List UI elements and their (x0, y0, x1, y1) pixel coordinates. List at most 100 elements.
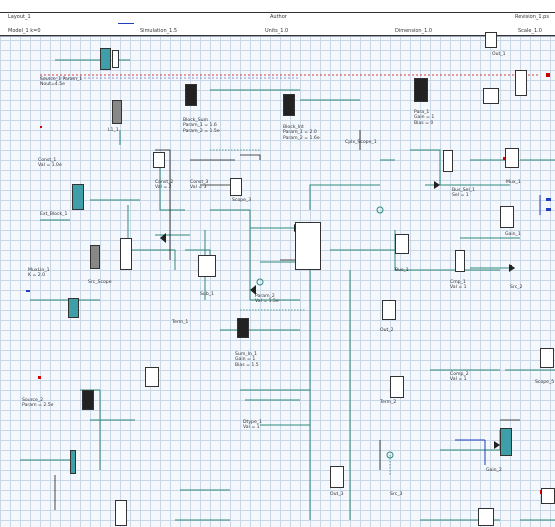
port-marker (26, 290, 30, 292)
label-line: Param_1 = 1.6 (183, 123, 217, 128)
component-label: Para_1Gain = 1Bias = 0 (414, 110, 434, 126)
wire (240, 155, 260, 160)
component-label: Sub_1 (200, 292, 214, 297)
component-block[interactable] (443, 150, 453, 172)
label-line: Val = 3 (190, 185, 207, 190)
component-label: Term_2 (380, 400, 396, 405)
port-marker (546, 208, 551, 211)
component-label: Scope_3 (232, 198, 251, 203)
label-line: Param_2 = 1.6e (283, 136, 320, 141)
component-label: Const_2Val = 2 (155, 180, 173, 191)
component-label: Sum_In_1Gain = 1Bias = 1.5 (235, 352, 259, 368)
component-block[interactable] (115, 500, 127, 526)
label-line: Bias = 1.5 (235, 363, 259, 368)
label-line: Param_2 = 1.5e (183, 129, 220, 134)
wire (128, 250, 175, 270)
label-line: Val = 1 (450, 285, 467, 290)
component-block[interactable] (382, 300, 396, 320)
wire (260, 240, 300, 262)
label-line: Bias = 0 (414, 121, 433, 126)
component-label: Param_2Val = 1.5e (255, 294, 279, 305)
component-block[interactable] (515, 70, 527, 96)
component-block[interactable] (153, 152, 165, 168)
port-marker (546, 73, 550, 77)
component-label: Src_Scope (88, 280, 112, 285)
component-block[interactable] (120, 238, 132, 270)
component-block[interactable] (395, 234, 409, 254)
component-label: Gain_2 (486, 468, 502, 473)
component-block[interactable] (112, 100, 122, 124)
component-label: Out_3 (330, 492, 344, 497)
component-label: Scope_5 (535, 380, 554, 385)
component-label: Block_IntParam_1 = 2.0Param_2 = 1.6e (283, 125, 320, 141)
component-label: Bus_Sel_1Sel = 1 (452, 188, 475, 199)
component-label: L1_1 (108, 128, 119, 133)
component-block[interactable] (145, 367, 159, 387)
component-label: Cplx_Scope_1 (345, 140, 377, 145)
label-line: Gain = 1 (235, 357, 255, 362)
label-line: Sel = 1 (452, 193, 469, 198)
label-line: Val = 1 (243, 425, 260, 430)
component-block[interactable] (505, 148, 519, 168)
component-label: Out_1 (492, 52, 506, 57)
component-block[interactable] (70, 450, 76, 474)
port-marker (40, 126, 42, 128)
component-block[interactable] (414, 78, 428, 102)
label-line: Param_1 = 2.0 (283, 130, 317, 135)
junction-node (257, 279, 263, 285)
arrow-glyph (434, 181, 440, 189)
component-block[interactable] (82, 390, 94, 410)
component-block[interactable] (390, 376, 404, 398)
component-block[interactable] (230, 178, 242, 196)
component-label: Const_1Val = 1.0e (38, 158, 62, 169)
wire (310, 185, 380, 210)
component-block[interactable] (185, 84, 197, 106)
component-block[interactable] (237, 318, 249, 338)
wire (395, 230, 500, 270)
component-block[interactable] (72, 184, 84, 210)
port-marker (546, 198, 551, 201)
component-label: Mux_1 (506, 180, 521, 185)
component-block[interactable] (100, 48, 111, 70)
component-block[interactable] (295, 222, 321, 270)
label-line: Val = 2 (155, 185, 172, 190)
port-marker (38, 376, 41, 379)
label-line: Gain = 1 (414, 115, 434, 120)
component-label: Gain_1 (505, 232, 521, 237)
component-label: Src_3 (390, 492, 402, 497)
component-block[interactable] (500, 428, 512, 456)
label-line: K = 2.0 (28, 273, 45, 278)
component-block[interactable] (500, 206, 514, 228)
component-block[interactable] (541, 488, 555, 504)
component-label: MuxLin_1K = 2.0 (28, 268, 50, 279)
component-label: Term_1 (172, 320, 188, 325)
component-block[interactable] (283, 94, 295, 116)
component-block[interactable] (112, 50, 119, 68)
component-block[interactable] (198, 255, 216, 277)
label-line: Val = 1.5e (255, 299, 279, 304)
component-label: Src_2 (510, 285, 522, 290)
component-label: Bus_1 (395, 268, 409, 273)
component-block[interactable] (455, 250, 465, 272)
component-block[interactable] (478, 508, 494, 526)
component-block[interactable] (90, 245, 100, 269)
label-line: Param = 2.5e (22, 403, 53, 408)
label-line: Val = 1 (450, 377, 467, 382)
junction-node (377, 207, 383, 213)
component-label: Dtype_1Val = 1 (243, 420, 262, 431)
component-block[interactable] (68, 298, 79, 318)
component-block[interactable] (330, 466, 344, 488)
component-label: Out_2 (380, 328, 394, 333)
component-block[interactable] (483, 88, 499, 104)
wire (410, 150, 440, 185)
component-block[interactable] (485, 32, 497, 48)
label-line: Val = 1.0e (38, 163, 62, 168)
component-block[interactable] (540, 348, 554, 368)
